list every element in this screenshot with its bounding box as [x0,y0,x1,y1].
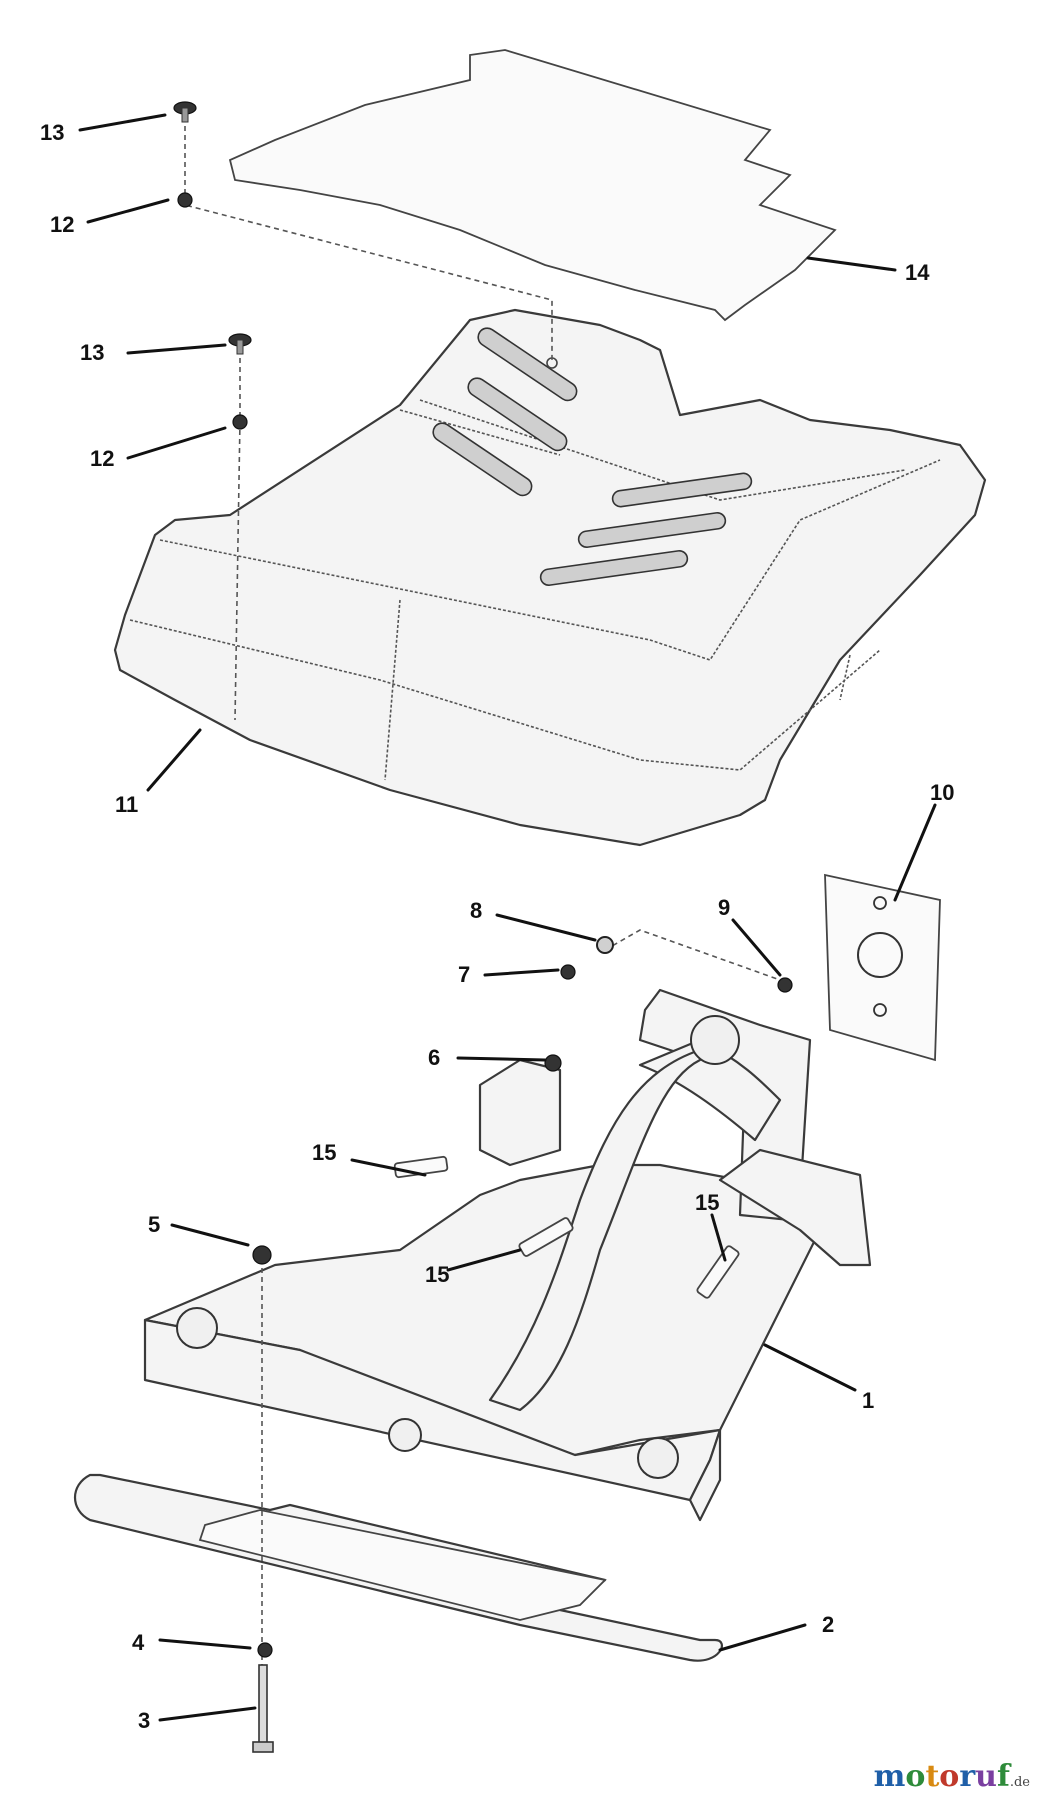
callout-11: 11 [115,792,138,817]
callout-9: 9 [718,895,730,920]
part-14-pad [228,49,837,322]
callout-12-top: 12 [50,212,74,237]
callout-2: 2 [822,1612,834,1637]
part-4-washer [257,1642,273,1658]
assembly-lines [184,108,781,1700]
part-12-washer-mid [232,414,248,430]
part-5-nut [252,1245,272,1265]
part-13-knob-mid [228,333,252,355]
part-10-gasket [824,873,941,1062]
callout-15-right: 15 [695,1190,719,1215]
callout-4: 4 [132,1630,145,1655]
part-12-washer-top [177,192,193,208]
callout-8: 8 [470,898,482,923]
callout-1: 1 [862,1388,874,1413]
part-9-nut [777,977,793,993]
hardware [173,101,793,1753]
callout-15-center: 15 [425,1262,449,1287]
leader-lines [78,113,937,1722]
callout-15-left: 15 [312,1140,336,1165]
watermark-letter: f [996,1759,1010,1794]
watermark-text: motoruf [874,1759,1010,1794]
watermark-tld: .de [1009,1775,1030,1790]
part-13-knob-top [173,101,197,123]
watermark-letter: r [959,1759,976,1794]
part-6-nut [544,1054,562,1072]
part-7-nut [560,964,576,980]
part-2-bumper [74,1473,723,1662]
watermark-letter: t [925,1759,940,1794]
callout-13-top: 13 [40,120,64,145]
motoruf-watermark: motoruf.de [874,1759,1030,1794]
callout-3: 3 [138,1708,150,1733]
callout-6: 6 [428,1045,440,1070]
callout-12-mid: 12 [90,446,114,471]
watermark-letter: o [905,1759,926,1794]
part-3-bolt [252,1664,274,1753]
part-1-frame [143,988,872,1522]
part-8-washer [596,936,614,954]
callout-13-mid: 13 [80,340,104,365]
watermark-letter: m [873,1759,906,1794]
callout-7: 7 [458,962,470,987]
callout-labels: 13 12 13 12 14 11 10 8 7 9 6 15 5 15 15 … [40,120,954,1733]
watermark-letter: u [975,1759,997,1794]
part-11-seat-pan [113,308,987,847]
watermark-letter: o [939,1759,960,1794]
callout-5: 5 [148,1212,160,1237]
callout-14: 14 [905,260,930,285]
callout-10: 10 [930,780,954,805]
